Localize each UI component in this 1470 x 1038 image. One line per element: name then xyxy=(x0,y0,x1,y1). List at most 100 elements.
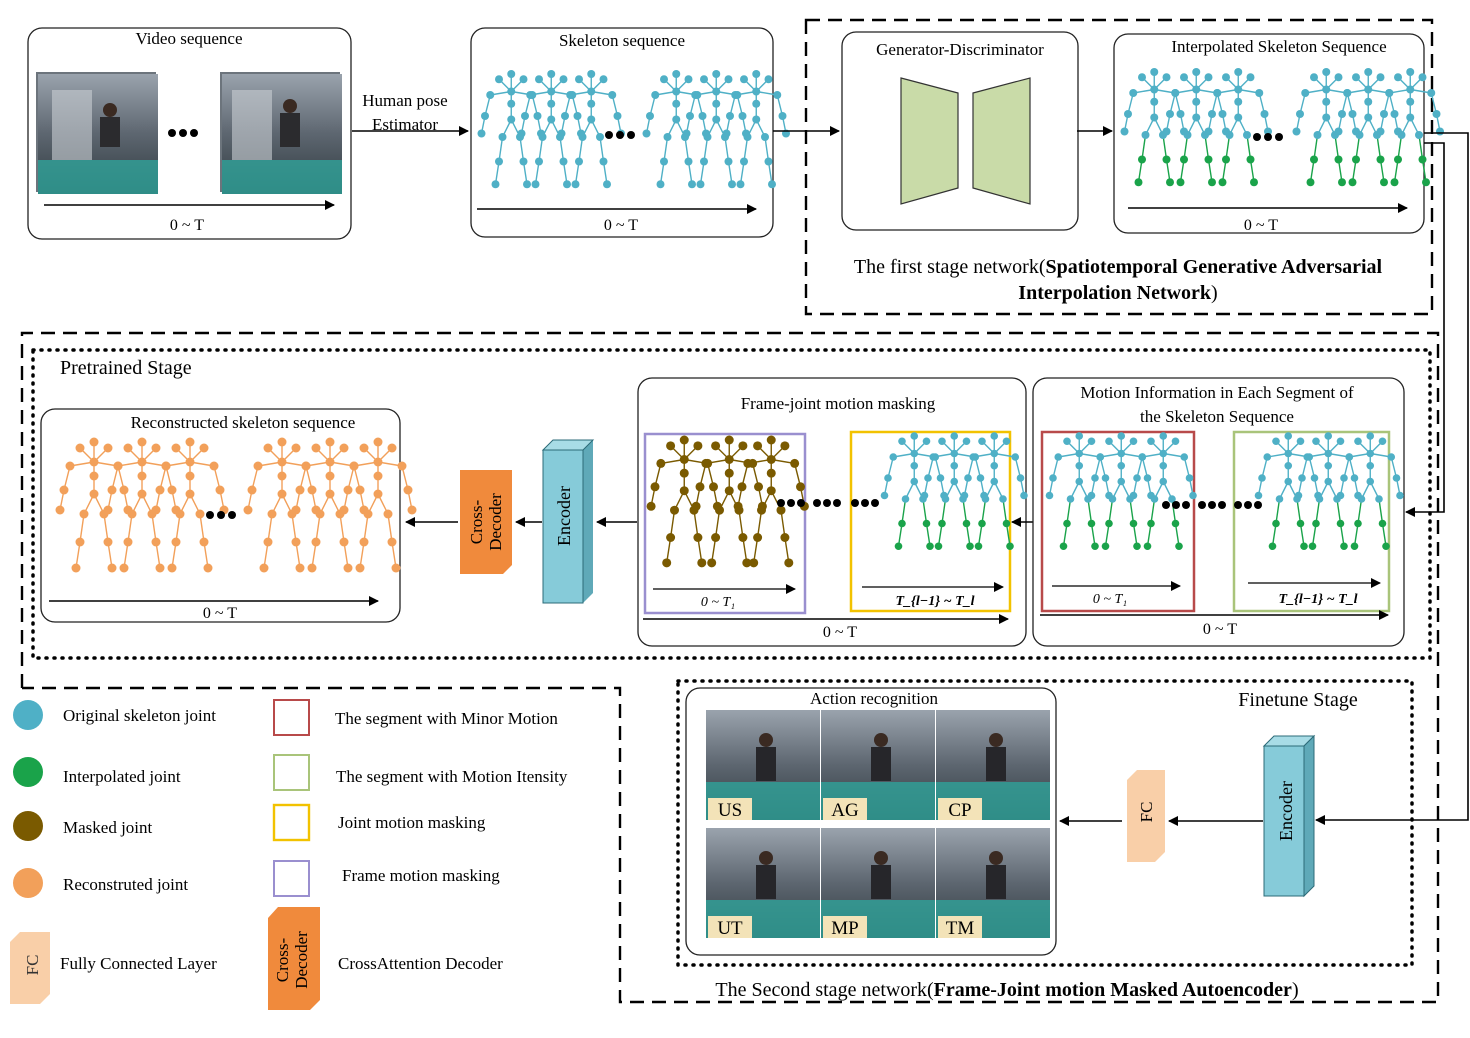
recon-title: Reconstructed skeleton sequence xyxy=(131,413,356,432)
finetune-label: Finetune Stage xyxy=(1238,689,1358,711)
pretrained-stage: Pretrained Stage Reconstructed skeleton … xyxy=(31,348,1432,660)
action-thumb-mp: MP xyxy=(821,828,935,939)
video-frames-left xyxy=(36,72,158,194)
action-label: UT xyxy=(717,918,743,939)
legend-reconstructed-joint-swatch xyxy=(13,868,43,898)
fc-text-finetune: FC xyxy=(1137,802,1156,823)
cross-decoder-block: Cross-Decoder xyxy=(460,470,512,574)
motion-intensity-box xyxy=(1232,430,1391,613)
raw-skeleton-group xyxy=(477,70,790,189)
legend-reconstructed: Reconstruted joint xyxy=(63,875,188,894)
joint-masked-skeleton-group xyxy=(880,432,1028,551)
legend-intensity: The segment with Motion Itensity xyxy=(336,767,568,786)
stage2-caption: The Second stage network(Frame-Joint mot… xyxy=(715,979,1298,1001)
legend-original-joint-swatch xyxy=(13,700,43,730)
interp-title: Interpolated Skeleton Sequence xyxy=(1171,37,1386,56)
legend-masked: Masked joint xyxy=(63,818,153,837)
ellipsis-skeleton xyxy=(605,131,635,139)
video-axis: 0 ~ T xyxy=(170,217,204,234)
discriminator-shape xyxy=(972,77,1031,205)
legend-fc: Fully Connected Layer xyxy=(60,954,217,973)
encoder-block-pretrain: Encoder xyxy=(541,439,595,604)
masked-skeleton-group xyxy=(646,435,809,568)
masking-axis: 0 ~ T xyxy=(823,624,857,641)
action-label: US xyxy=(718,800,742,821)
legend-interpolated: Interpolated joint xyxy=(63,767,181,786)
legend-frame-mask-swatch xyxy=(273,860,310,897)
joint-masking-box xyxy=(849,430,1012,613)
ellipsis-recon xyxy=(206,511,236,519)
action-thumbnails: US AG CP UT MP TM xyxy=(706,710,1050,939)
second-stage-network: Pretrained Stage Reconstructed skeleton … xyxy=(20,331,1440,1004)
recon-axis: 0 ~ T xyxy=(203,605,237,622)
interpolated-skeleton-group xyxy=(1120,68,1444,187)
generator-shape xyxy=(900,77,959,205)
pose-estimator-line2: Estimator xyxy=(372,115,438,134)
skeleton-title: Skeleton sequence xyxy=(559,31,685,50)
legend-fc-label: FC xyxy=(23,955,42,976)
ellipsis-masking xyxy=(777,499,879,507)
intense-motion-skeleton-group xyxy=(1254,432,1404,551)
ellipsis-motion xyxy=(1162,501,1262,509)
video-frames-right xyxy=(220,72,342,194)
ellipsis-video xyxy=(168,129,198,137)
generator-discriminator-panel: Generator-Discriminator xyxy=(841,31,1079,231)
action-thumb-us: US xyxy=(706,710,820,821)
skeleton-sequence-panel: Skeleton sequence 0 ~ T xyxy=(470,27,790,238)
video-title: Video sequence xyxy=(135,29,242,48)
pose-estimator: Human pose Estimator xyxy=(352,91,469,136)
legend-joint-mask-swatch xyxy=(272,803,311,842)
legend-original: Original skeleton joint xyxy=(63,706,216,725)
legend-frame-mask: Frame motion masking xyxy=(342,866,500,885)
minor-motion-box xyxy=(1040,430,1196,613)
video-sequence-panel: Video sequence 0 ~ T xyxy=(27,27,352,240)
masking-seg-right: T_{l−1} ~ T_l xyxy=(895,594,974,609)
finetune-stage: Finetune Stage Action recognition US AG CP… xyxy=(676,679,1414,967)
motion-title-line2: the Skeleton Sequence xyxy=(1140,407,1294,426)
stage1-caption-line1: The first stage network(Spatiotemporal G… xyxy=(854,256,1383,278)
minor-motion-skeleton-group xyxy=(1045,432,1197,551)
action-label: TM xyxy=(946,918,975,939)
ellipsis-interp xyxy=(1253,133,1283,141)
motion-axis: 0 ~ T xyxy=(1203,621,1237,638)
stage1-caption-line2: Interpolation Network) xyxy=(1018,282,1217,304)
fc-block-finetune: FC xyxy=(1127,770,1165,862)
legend-interpolated-joint-swatch xyxy=(13,757,43,787)
action-thumb-ag: AG xyxy=(821,710,935,821)
masking-title: Frame-joint motion masking xyxy=(741,394,936,413)
interpolated-skeleton-panel: Interpolated Skeleton Sequence 0 ~ T xyxy=(1113,33,1444,234)
gan-title: Generator-Discriminator xyxy=(876,40,1044,59)
reconstructed-panel: Reconstructed skeleton sequence 0 ~ T xyxy=(40,408,417,623)
action-thumb-tm: TM xyxy=(936,828,1050,939)
reconstructed-skeleton-group xyxy=(55,437,417,573)
action-thumb-cp: CP xyxy=(936,710,1050,821)
legend-minor: The segment with Minor Motion xyxy=(335,709,558,728)
action-label: AG xyxy=(831,800,859,821)
legend-decoder: CrossAttention Decoder xyxy=(338,954,503,973)
stage-connectors xyxy=(1315,132,1469,825)
action-label: MP xyxy=(831,918,858,939)
frame-masking-box xyxy=(643,432,807,615)
legend-masked-joint-swatch xyxy=(13,811,43,841)
legend-joint-mask: Joint motion masking xyxy=(338,813,486,832)
first-stage-network: Generator-Discriminator Interpolated Ske… xyxy=(804,18,1444,316)
action-label: CP xyxy=(948,800,971,821)
legend-decoder-swatch: Cross-Decoder xyxy=(268,907,320,1010)
skeleton-axis: 0 ~ T xyxy=(604,217,638,234)
motion-seg-right: T_{l−1} ~ T_l xyxy=(1278,592,1357,607)
motion-info-panel: Motion Information in Each Segment of th… xyxy=(1032,377,1405,647)
legend-intensity-swatch xyxy=(273,754,310,791)
masking-seg-left: 0 ~ T₁ xyxy=(701,595,735,610)
frame-joint-masking-panel: Frame-joint motion masking 0 ~ T₁ T_{l−1… xyxy=(637,377,1028,647)
decoder-text: Cross-Decoder xyxy=(467,493,505,551)
pose-estimator-line1: Human pose xyxy=(362,91,447,110)
encoder-block-finetune: Encoder xyxy=(1262,734,1316,898)
encoder-text-finetune: Encoder xyxy=(1276,781,1296,841)
pretrained-label: Pretrained Stage xyxy=(60,357,192,379)
legend-fc-swatch: FC xyxy=(10,932,50,1004)
motion-title-line1: Motion Information in Each Segment of xyxy=(1080,383,1354,402)
motion-seg-left: 0 ~ T₁ xyxy=(1093,592,1127,607)
encoder-text-pretrain: Encoder xyxy=(554,486,574,546)
action-title: Action recognition xyxy=(810,689,938,708)
